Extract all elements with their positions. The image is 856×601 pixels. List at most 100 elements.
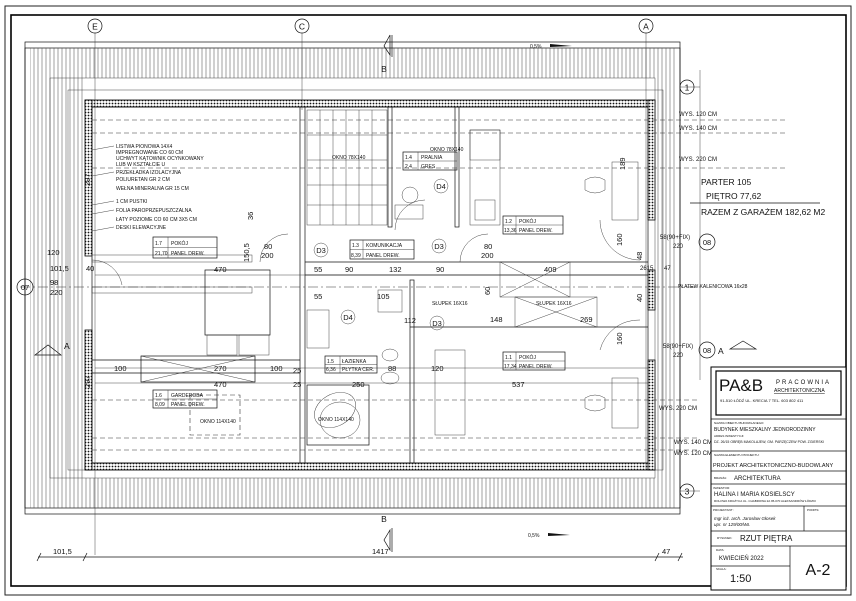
svg-text:8,09: 8,09 <box>155 402 165 408</box>
title-block: PA&B PRACOWNIA ARCHITEKTONICZNA 91-510 Ł… <box>710 366 847 591</box>
svg-text:PIĘTRO 77,62: PIĘTRO 77,62 <box>706 191 762 201</box>
svg-text:55: 55 <box>314 265 322 274</box>
bathroom-fixtures <box>306 186 424 385</box>
svg-text:47: 47 <box>664 266 671 272</box>
svg-text:1.1: 1.1 <box>505 355 512 361</box>
slope-arrow-bottom <box>548 533 570 536</box>
svg-text:KWIECIEŃ 2022: KWIECIEŃ 2022 <box>719 555 764 562</box>
svg-text:90: 90 <box>436 265 444 274</box>
svg-text:1.6: 1.6 <box>155 393 162 399</box>
svg-text:PRALNIA: PRALNIA <box>421 155 443 161</box>
svg-text:100: 100 <box>114 364 127 373</box>
svg-text:POKÓJ: POKÓJ <box>519 218 536 225</box>
svg-text:WYS. 220 CM: WYS. 220 CM <box>679 157 717 163</box>
svg-text:91-510 ŁÓDŹ UL. KRECIA 7 TEL.: 91-510 ŁÓDŹ UL. KRECIA 7 TEL. 603 802 41… <box>720 398 804 403</box>
window-label: OKNO 114X140 <box>200 419 236 425</box>
svg-text:101,5: 101,5 <box>50 264 69 273</box>
corner-bathtub <box>306 384 370 446</box>
svg-text:WEŁNA MINERALNA GR 15 CM: WEŁNA MINERALNA GR 15 CM <box>116 186 189 192</box>
svg-text:D3: D3 <box>432 319 442 328</box>
grid-bubble-a: A <box>638 18 654 34</box>
svg-text:297: 297 <box>83 173 92 186</box>
svg-text:40: 40 <box>635 294 644 302</box>
svg-text:FOLIA PAROPRZEPUSZCZALNA: FOLIA PAROPRZEPUSZCZALNA <box>116 208 192 214</box>
svg-text:98: 98 <box>50 278 58 287</box>
svg-text:48: 48 <box>635 252 644 260</box>
svg-text:21,70: 21,70 <box>155 251 168 257</box>
svg-text:WYS. 140 CM: WYS. 140 CM <box>679 126 717 132</box>
svg-text:6,36: 6,36 <box>326 367 336 373</box>
window-tag-08-bottom: 08 <box>698 341 716 359</box>
svg-text:B: B <box>381 514 387 524</box>
svg-text:60: 60 <box>483 287 492 295</box>
svg-text:120: 120 <box>431 364 444 373</box>
svg-text:55: 55 <box>314 292 322 301</box>
svg-text:D4: D4 <box>436 182 446 191</box>
svg-text:INWESTOR:: INWESTOR: <box>713 486 730 490</box>
svg-text:D4: D4 <box>343 313 353 322</box>
svg-text:105: 105 <box>377 292 390 301</box>
svg-text:PROJEKT ARCHITEKTONICZNO-BUDOW: PROJEKT ARCHITEKTONICZNO-BUDOWLANY <box>713 463 834 469</box>
svg-text:ROLOWA KRUŻYCA UL. CHABROWA 2A: ROLOWA KRUŻYCA UL. CHABROWA 2A 95-070 AL… <box>714 498 816 503</box>
svg-text:1417: 1417 <box>372 547 389 556</box>
svg-text:1.3: 1.3 <box>352 243 359 249</box>
door-tag: D3 <box>431 238 447 254</box>
svg-text:3: 3 <box>685 487 690 497</box>
svg-text:36: 36 <box>246 212 255 220</box>
svg-text:PANEL DREW.: PANEL DREW. <box>171 251 205 257</box>
svg-text:C: C <box>299 22 305 32</box>
grid-axes <box>94 33 700 555</box>
svg-text:LISTWA PIONOWA 14X4: LISTWA PIONOWA 14X4 <box>116 144 173 150</box>
svg-text:189: 189 <box>618 157 627 170</box>
svg-text:PRACOWNIA: PRACOWNIA <box>776 380 831 386</box>
svg-text:LUB W KSZTAŁCIE U: LUB W KSZTAŁCIE U <box>116 162 165 168</box>
svg-text:250: 250 <box>352 380 365 389</box>
svg-text:PARTER 105: PARTER 105 <box>701 177 752 187</box>
roof-slope-bottom: 0,5% <box>528 533 540 539</box>
svg-text:90: 90 <box>345 265 353 274</box>
svg-text:120: 120 <box>47 248 60 257</box>
svg-text:40: 40 <box>86 264 94 273</box>
svg-text:D3: D3 <box>316 246 326 255</box>
svg-text:270: 270 <box>214 364 227 373</box>
svg-text:1 CM PUSTKI: 1 CM PUSTKI <box>116 199 147 205</box>
skylights <box>499 261 598 328</box>
svg-text:WYS. 220 CM: WYS. 220 CM <box>659 406 697 412</box>
svg-text:1.5: 1.5 <box>327 359 334 365</box>
svg-text:PODPIS:: PODPIS: <box>807 508 819 512</box>
svg-text:07: 07 <box>21 283 29 292</box>
svg-text:B: B <box>381 64 387 74</box>
sheet-inner-border <box>10 14 847 587</box>
window-label: OKNO 78X140 <box>332 155 366 161</box>
svg-text:mgr inż. arch. Jarosław Głosek: mgr inż. arch. Jarosław Głosek <box>714 516 776 521</box>
svg-text:13,36: 13,36 <box>504 228 517 234</box>
studio-logo: PA&B <box>719 376 763 395</box>
kitchenette <box>469 129 501 226</box>
svg-text:470: 470 <box>214 380 227 389</box>
desk-chairs <box>584 176 606 412</box>
wardrobe <box>140 355 256 383</box>
svg-text:08: 08 <box>703 346 711 355</box>
svg-text:200: 200 <box>261 251 274 260</box>
svg-text:200: 200 <box>481 251 494 260</box>
svg-text:58(90+FIX): 58(90+FIX) <box>660 235 690 241</box>
svg-text:8,39: 8,39 <box>351 253 361 259</box>
svg-text:RAZEM Z GARAŻEM 182,62 M2: RAZEM Z GARAŻEM 182,62 M2 <box>701 207 825 217</box>
svg-text:1.7: 1.7 <box>155 241 162 247</box>
section-marker-b-bottom: B <box>381 514 393 552</box>
svg-text:160: 160 <box>615 332 624 345</box>
svg-text:DESKI ELEWACYJNE: DESKI ELEWACYJNE <box>116 225 167 231</box>
svg-text:220: 220 <box>673 244 684 250</box>
svg-text:KOMUNIKACJA: KOMUNIKACJA <box>366 243 403 249</box>
svg-text:ARCHITEKTONICZNA: ARCHITEKTONICZNA <box>774 388 825 394</box>
svg-text:112: 112 <box>404 316 416 325</box>
svg-text:409: 409 <box>544 265 557 274</box>
svg-text:PŁATEW KALENICOWA 16x28: PŁATEW KALENICOWA 16x28 <box>678 284 748 290</box>
svg-text:GARDEROBA: GARDEROBA <box>171 393 204 399</box>
bed <box>204 269 271 356</box>
svg-text:80: 80 <box>484 242 492 251</box>
